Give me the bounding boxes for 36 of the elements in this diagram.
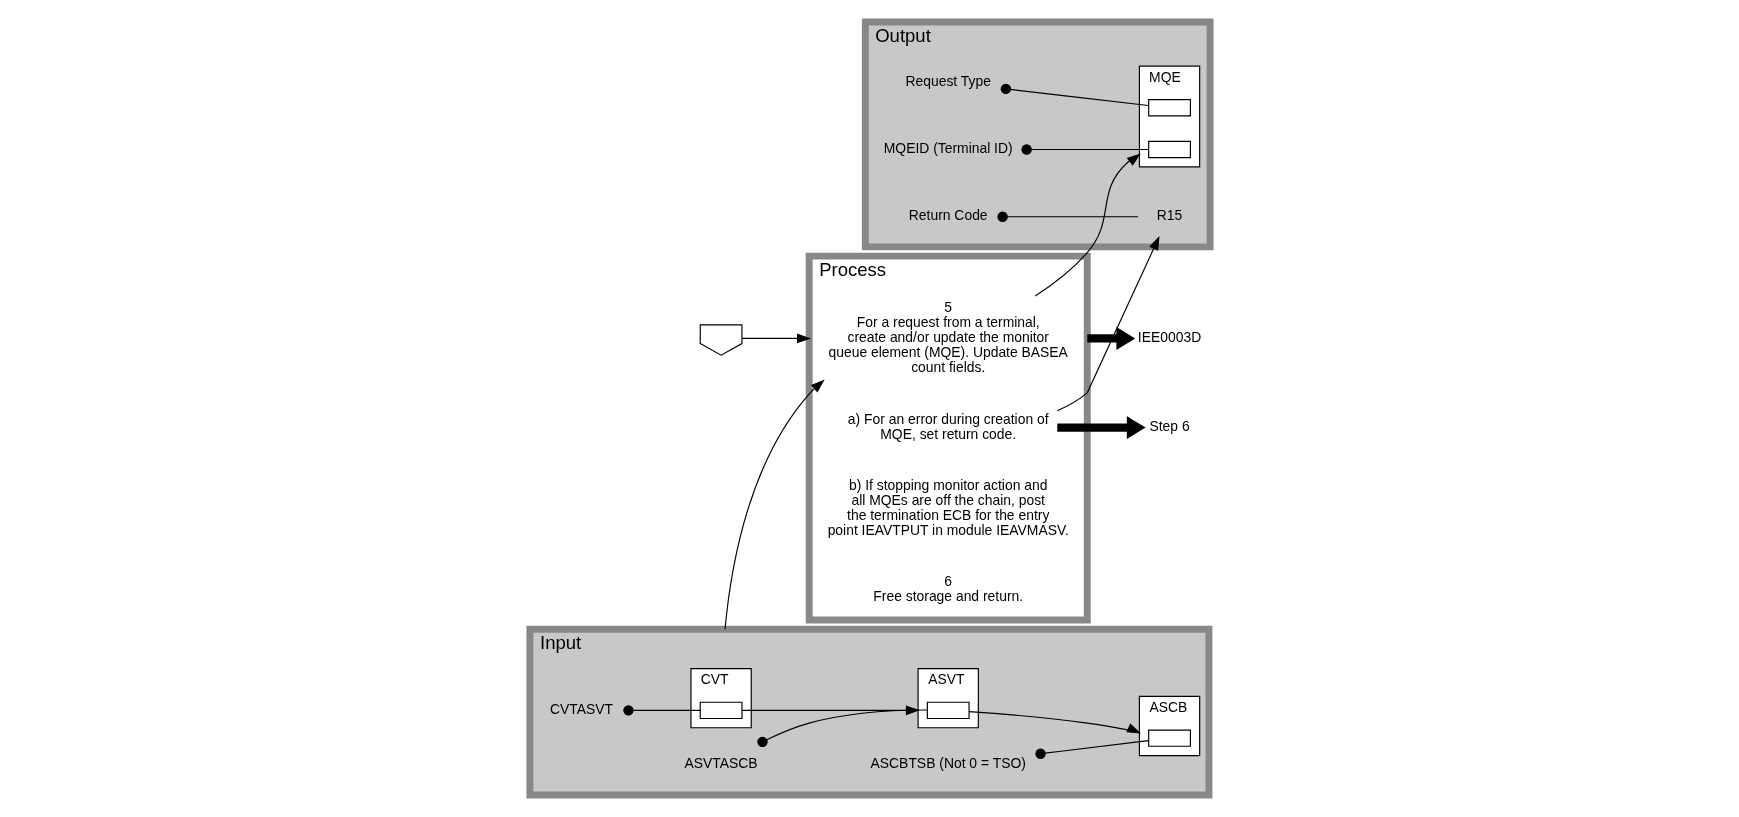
cluster: ASVT — [917, 668, 979, 729]
node-text: 6 Free storage and return. — [872, 572, 1023, 604]
connector — [756, 709, 928, 748]
cluster: ASCB — [1138, 695, 1200, 757]
connector — [622, 705, 701, 716]
node-text: a) For an error during creation of MQE, set return code. — [847, 410, 1049, 442]
node-text: IEE0003D — [1137, 328, 1201, 345]
arrow — [968, 711, 1141, 734]
connector — [1034, 740, 1149, 759]
connector — [996, 211, 1139, 222]
node-box — [1147, 140, 1191, 159]
cluster: MQE — [1138, 65, 1200, 168]
node-text: Return Code — [908, 207, 988, 224]
node-text: b) If stopping monitor action and all MQEs are off the chain, post the termination ECB for the entry point IEAVTPUT in module IEAVMASV. — [827, 476, 1069, 538]
node-box — [699, 701, 743, 720]
node-pentagon — [699, 324, 743, 356]
node-text: Request Type — [904, 72, 991, 89]
arrow — [723, 379, 825, 630]
arrow — [1056, 416, 1146, 440]
cluster: CVT — [689, 668, 752, 729]
arrow — [1086, 326, 1135, 350]
node-box — [1147, 99, 1191, 117]
node-text: 5 For a request from a terminal, create and/or update the monitor queue element (MQE). Update BASEA count fields. — [828, 298, 1068, 376]
node-text: ASVTASCB — [684, 755, 758, 772]
connector — [1000, 83, 1149, 107]
arrow — [1034, 153, 1141, 297]
node-box — [1147, 729, 1191, 747]
node-text: ASCBTSB (Not 0 = TSO) — [870, 755, 1026, 772]
arrow — [1056, 236, 1159, 412]
node-box — [926, 701, 970, 720]
connector — [1020, 144, 1149, 155]
node-text: MQEID (Terminal ID) — [883, 140, 1013, 157]
node-text: R15 — [1156, 207, 1182, 224]
node-text: Step 6 — [1148, 418, 1190, 435]
arrow — [741, 333, 811, 344]
node-text: CVTASVT — [549, 700, 613, 717]
